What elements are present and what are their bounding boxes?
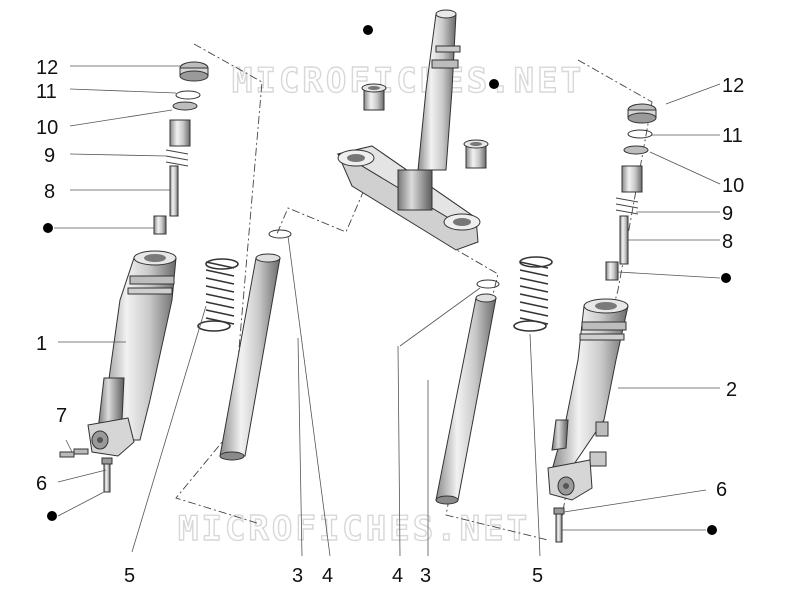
callout-spring-3: 3 [292, 565, 303, 587]
callout-right-5: 5 [532, 565, 543, 587]
left-o-ring [175, 90, 201, 100]
callout-left-6: 6 [36, 473, 47, 495]
marker-dot [43, 223, 53, 233]
marker-dot [707, 525, 717, 535]
callout-left-8: 8 [44, 181, 55, 203]
callout-right-2: 2 [726, 379, 737, 401]
right-snap-ring [476, 279, 500, 289]
lower-fork-bridge [336, 145, 481, 251]
upper-bushing-left [361, 83, 387, 111]
left-side-screws [59, 448, 89, 458]
callout-left-5: 5 [124, 565, 135, 587]
steering-stem [417, 9, 461, 171]
right-washer [623, 145, 649, 155]
left-washer [172, 101, 198, 111]
left-fork-leg [87, 250, 177, 457]
leader-lines [54, 65, 721, 557]
callout-right-6: 6 [716, 479, 727, 501]
callout-right-4: 4 [392, 565, 403, 587]
callout-right-11: 11 [722, 125, 743, 147]
right-spring [513, 256, 553, 332]
callout-left-9: 9 [44, 145, 55, 167]
callout-right-8: 8 [722, 231, 733, 253]
left-tube [219, 253, 281, 461]
callout-right-10: 10 [722, 175, 744, 197]
callout-left-12: 12 [36, 57, 58, 79]
left-spring [197, 258, 239, 332]
callout-right-9: 9 [722, 203, 733, 225]
left-small-bolt [101, 457, 113, 493]
right-o-ring [627, 129, 653, 139]
callout-left-10: 10 [36, 117, 58, 139]
left-cap [179, 61, 209, 82]
callout-left-1: 1 [36, 333, 47, 355]
reference-markers [43, 25, 731, 535]
marker-dot [47, 511, 57, 521]
right-cap [627, 103, 657, 124]
upper-bushing-right [463, 139, 489, 169]
callout-right-3: 3 [420, 565, 431, 587]
left-piston [153, 119, 191, 235]
callout-oring-4: 4 [322, 565, 333, 587]
callout-right-12: 12 [722, 75, 744, 97]
watermark-top: MICROFICHES.NET [232, 61, 584, 101]
right-small-bolt [553, 507, 565, 543]
right-tube [435, 293, 497, 505]
right-fork-leg [547, 298, 629, 501]
marker-dot [363, 25, 373, 35]
callout-left-11: 11 [36, 81, 57, 103]
marker-dot [489, 79, 499, 89]
watermark-bottom: MICROFICHES.NET [178, 509, 530, 549]
right-piston [605, 165, 643, 281]
callout-left-7: 7 [56, 405, 67, 427]
marker-dot [721, 273, 731, 283]
left-snap-ring [268, 229, 292, 239]
